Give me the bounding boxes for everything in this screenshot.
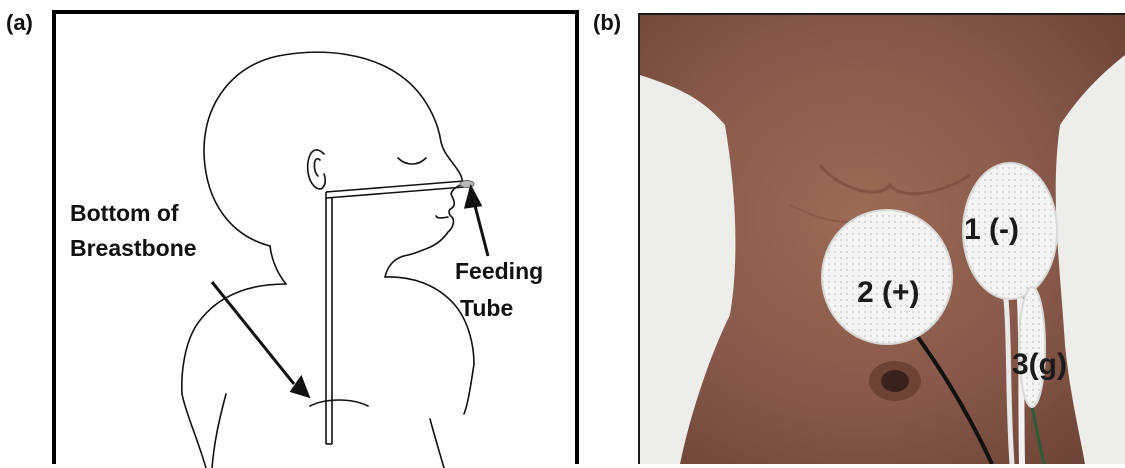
label-feeding: Feeding [455,258,543,284]
left-arm [212,394,226,468]
breastbone-curve [310,400,368,406]
ear [308,150,326,189]
panel-a-letter: (a) [6,10,33,36]
label-electrode-1: 1 (-) [964,213,1019,246]
panel-b-photo: 1 (-) 2 (+) 3(g) [638,13,1125,464]
mouth [436,216,448,218]
tube-tip [460,181,474,188]
feeding-tube [326,181,464,444]
right-arm [430,419,444,468]
breastbone-arrow [212,282,308,396]
feeding-tube-arrow [466,188,488,256]
panel-b-letter: (b) [593,10,621,36]
label-bottom-of: Bottom of [70,200,179,226]
panel-a-diagram: Bottom of Breastbone Feeding Tube [52,10,579,464]
manikin-photo: 1 (-) 2 (+) 3(g) [640,15,1125,464]
electrode-3 [1019,287,1045,407]
left-shoulder [182,284,286,394]
infant-line-drawing: Bottom of Breastbone Feeding Tube [56,14,575,468]
label-tube: Tube [460,295,513,321]
closed-eye [398,158,426,164]
label-breastbone: Breastbone [70,235,197,261]
label-electrode-3: 3(g) [1012,348,1067,381]
head-outline [204,52,462,277]
neck-line [270,246,286,284]
label-electrode-2: 2 (+) [857,276,920,309]
